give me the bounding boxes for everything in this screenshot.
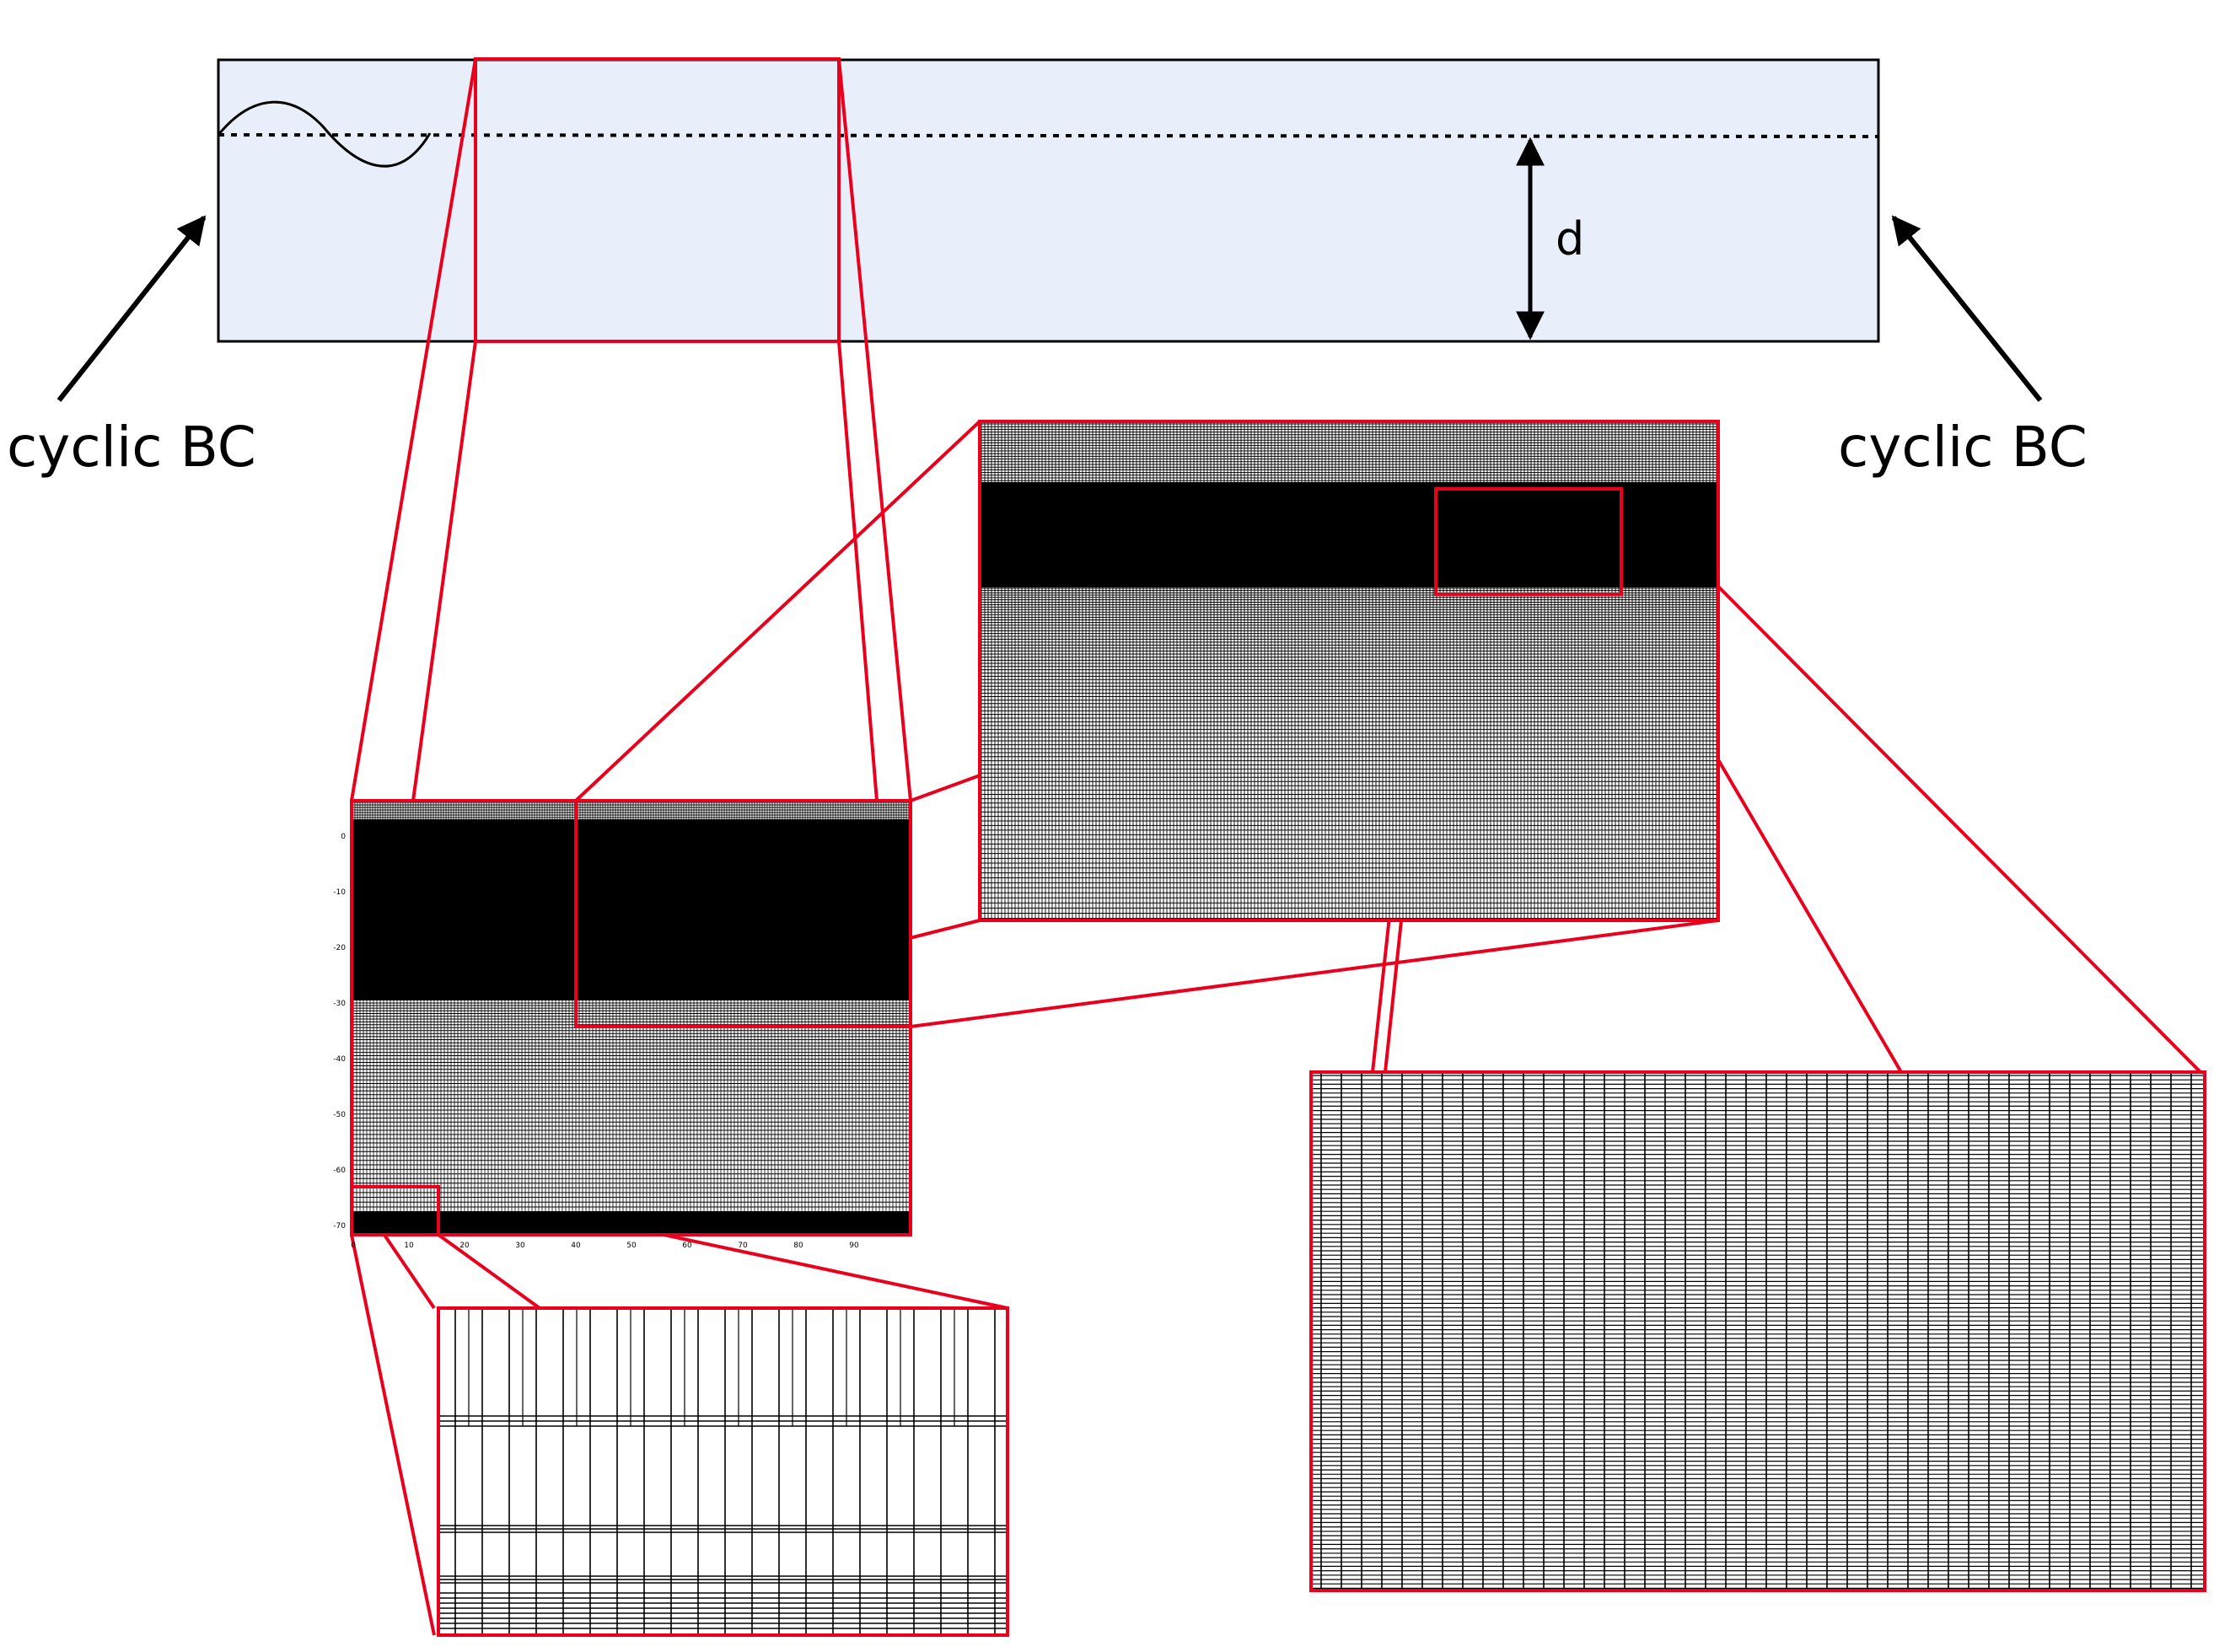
connector-line (837, 58, 912, 802)
panel-frame (1309, 1070, 2206, 1592)
y-tick-label: -60 (333, 1167, 346, 1175)
y-tick-label: -70 (333, 1222, 346, 1231)
panel-frame (437, 1306, 1009, 1637)
free-surface-line (218, 133, 1879, 138)
y-tick-label: -40 (333, 1055, 346, 1064)
x-tick-label: 50 (626, 1242, 637, 1250)
mesh-dense-band (352, 819, 911, 1000)
connector-line (437, 1233, 541, 1310)
mesh-dense-band (352, 1211, 911, 1235)
x-tick-label: 90 (849, 1242, 859, 1250)
zoom-panel-lower-right (1309, 1070, 2206, 1592)
left-boundary-annotation: cyclic BC (7, 215, 256, 480)
zoom-panel-grid (438, 1308, 1008, 1635)
inset-frame (1434, 487, 1623, 596)
panel-background (438, 1308, 1008, 1635)
connector-line (837, 341, 879, 802)
domain-box (217, 58, 1880, 343)
x-tick-label: 20 (459, 1242, 470, 1250)
connector-line (350, 1234, 436, 1636)
y-tick-label: -30 (333, 1000, 346, 1008)
left-bc-arrow (56, 215, 207, 402)
left-bc-label: cyclic BC (7, 415, 256, 480)
mesh-lines (1311, 1075, 2205, 1589)
x-tick-label: 40 (571, 1242, 581, 1250)
zoom-selection-frame (474, 57, 841, 343)
y-tick-label: -20 (333, 944, 346, 952)
y-tick-label: -50 (333, 1111, 346, 1119)
connector-line (910, 774, 981, 802)
right-bc-label: cyclic BC (1838, 415, 2088, 480)
mesh-lines (1320, 1072, 2192, 1590)
mesh-plot-panel: 0 -10 -20 -30 -40 -50 -60 -70 0 10 20 30 40 50 60 70 80 9… (333, 799, 912, 1250)
x-tick-label: 10 (404, 1242, 414, 1250)
zoom-panel-grid (980, 421, 1718, 920)
depth-label: d (1556, 212, 1584, 266)
x-tick-label: 80 (793, 1242, 803, 1250)
mesh-lines (438, 1415, 1008, 1629)
computational-domain: d (217, 58, 1880, 343)
wave-profile (217, 100, 432, 168)
connector-line (910, 919, 1719, 1028)
panel-frame (978, 420, 1720, 922)
zoom-panel-upper (978, 420, 1720, 922)
zoom-panel-lower-left (437, 1306, 1009, 1637)
y-tick-label: 0 (341, 833, 346, 841)
connector-line (350, 58, 477, 802)
x-tick-label: 30 (515, 1242, 525, 1250)
right-boundary-annotation: cyclic BC (1838, 215, 2088, 480)
panel-frame (350, 799, 912, 1236)
zoom-panel-grid (1311, 1072, 2205, 1590)
mesh-lines (352, 801, 910, 821)
mesh-plot-grid (352, 801, 911, 1235)
right-bc-arrow (1891, 215, 2043, 402)
x-tick-label: 70 (738, 1242, 748, 1250)
x-tick-label: 0 (351, 1242, 356, 1250)
y-tick-label: -10 (333, 888, 346, 897)
connector-line (411, 341, 477, 802)
mesh-lines (454, 1308, 996, 1635)
x-tick-label: 60 (682, 1242, 692, 1250)
mesh-plot-axes: 0 -10 -20 -30 -40 -50 -60 -70 0 10 20 30 40 50 60 70 80 9… (333, 833, 859, 1250)
mesh-lines (468, 1308, 955, 1426)
connector-line (574, 420, 981, 802)
